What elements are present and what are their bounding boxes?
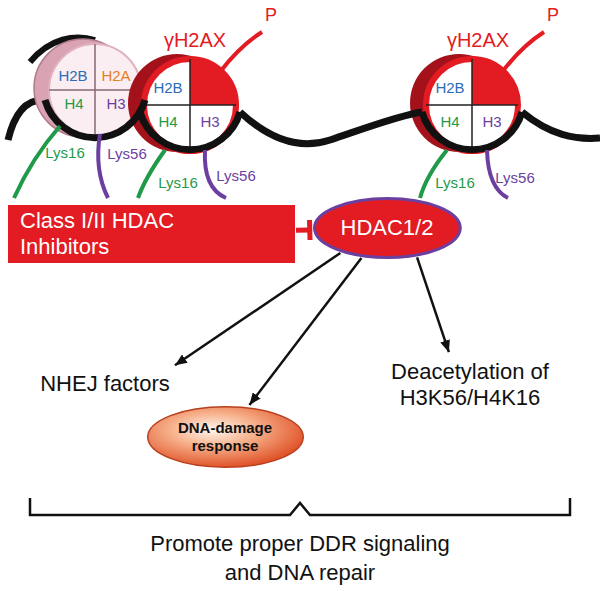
- histone-label: H2B: [153, 80, 182, 97]
- h4-tail: [14, 126, 60, 198]
- h3-tail: [98, 134, 108, 198]
- node-text: DNA-damage response: [175, 419, 275, 454]
- arrow-connector: [249, 258, 361, 405]
- enzyme-ellipse-shape: [314, 199, 460, 258]
- outcome-text: NHEJ factors: [34, 367, 176, 401]
- histone-label: H2B: [435, 80, 464, 97]
- lysine-label: Lys56: [107, 146, 146, 163]
- dna-strand: [45, 100, 145, 138]
- outcome-text: Deacetylation of H3K56/H4K16: [369, 355, 571, 415]
- inhibition-connector: [296, 227, 310, 232]
- enzyme-ellipse: HDAC1/2: [313, 197, 462, 259]
- dna-strand: [140, 112, 240, 150]
- response-ellipse-shape: [147, 407, 303, 468]
- phospho-stick: [220, 32, 262, 72]
- h2ax-quadrant: [190, 59, 236, 105]
- inhibitor-box: Class I/II HDAC Inhibitors: [8, 205, 295, 263]
- histone-label: H3: [200, 114, 219, 131]
- histone-label: H2A: [101, 68, 130, 85]
- conclusion-text: Promote proper DDR signaling and DNA rep…: [135, 530, 465, 587]
- node-text: Class I/II HDAC Inhibitors: [20, 208, 195, 260]
- histone-label: H4: [440, 114, 459, 131]
- arrow-connector: [417, 257, 449, 352]
- lysine-label: Lys56: [216, 168, 255, 185]
- histone-label: H4: [158, 114, 177, 131]
- histone-variant-label: γH2AX: [164, 29, 226, 51]
- arrow-connector: [175, 253, 340, 365]
- node-text: NHEJ factors: [40, 371, 170, 397]
- lysine-label: Lys16: [158, 175, 197, 192]
- lysine-label: Lys56: [495, 170, 534, 187]
- phospho-label: P: [547, 6, 559, 26]
- phospho-label: P: [265, 6, 277, 26]
- histone-label: H3: [482, 114, 501, 131]
- histone-label: H3: [106, 96, 125, 113]
- histone-variant-label: γH2AX: [447, 29, 509, 51]
- histone-label: H2B: [58, 68, 87, 85]
- lysine-label: Lys16: [435, 175, 474, 192]
- response-ellipse: DNA-damage response: [147, 406, 304, 468]
- dna-linker: [240, 112, 422, 144]
- node-text: HDAC1/2: [341, 215, 434, 241]
- dna-strand: [422, 112, 522, 150]
- summary-bracket: [30, 498, 570, 515]
- node-text: Deacetylation of H3K56/H4K16: [375, 359, 565, 411]
- lysine-label: Lys16: [45, 145, 84, 162]
- histone-label: H4: [64, 96, 83, 113]
- dna-linker: [522, 112, 600, 138]
- h2ax-quadrant: [472, 59, 518, 105]
